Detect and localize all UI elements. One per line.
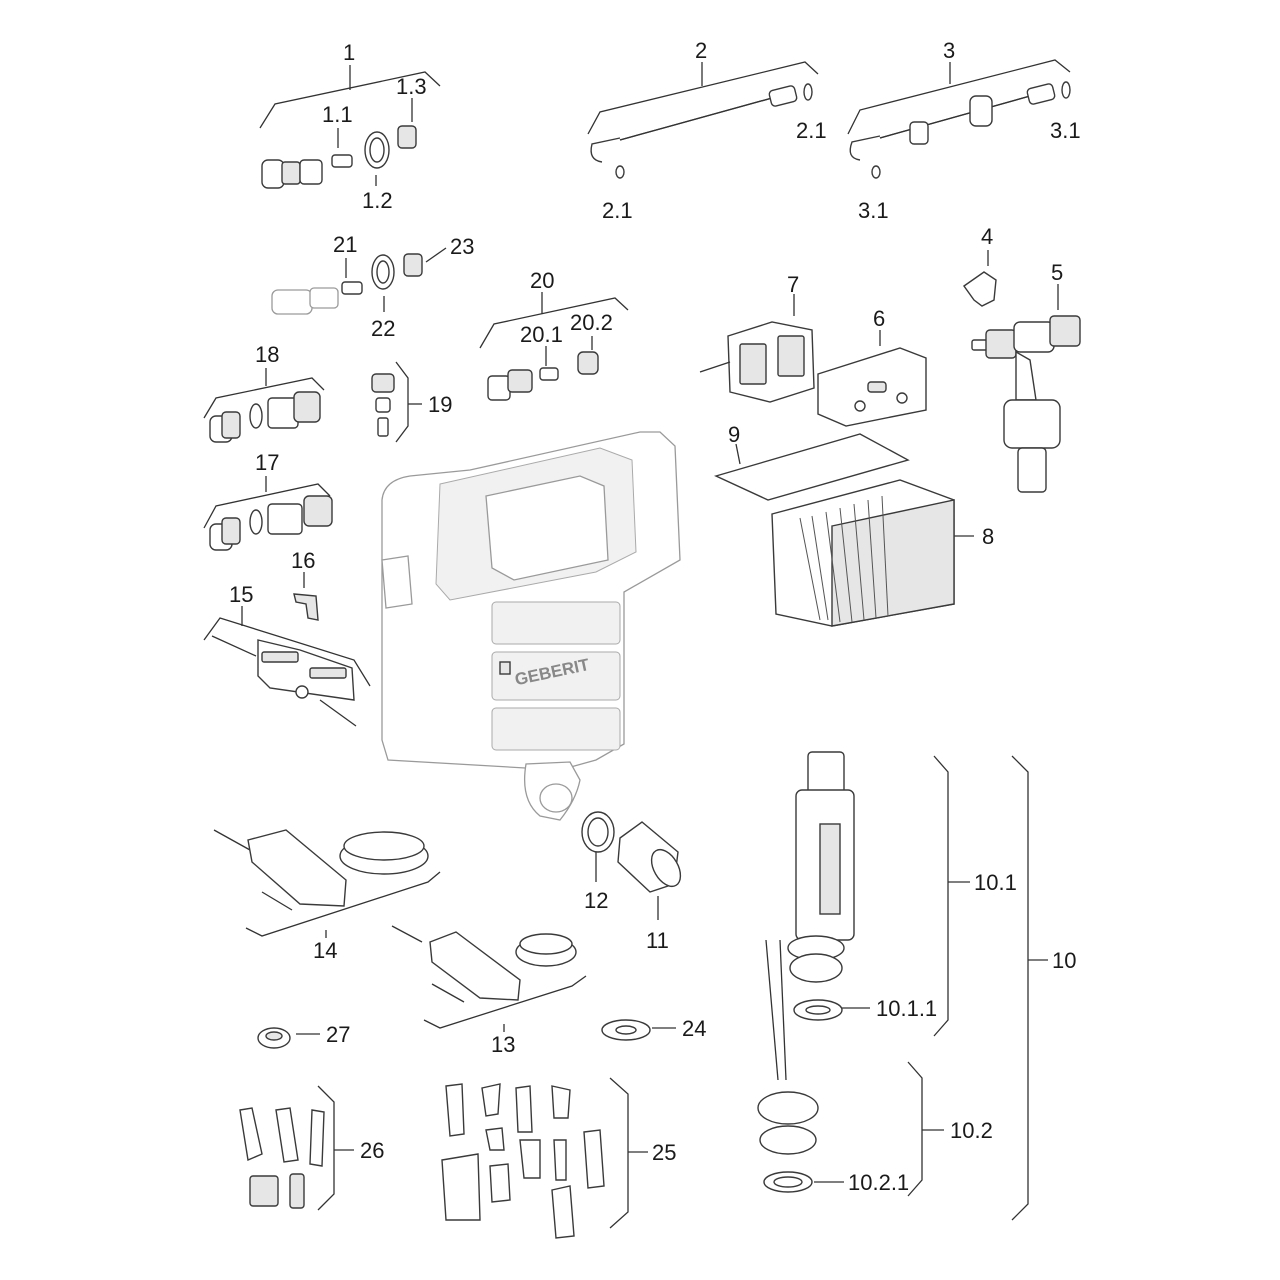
part-group-11 bbox=[617, 821, 682, 920]
part-group-26 bbox=[239, 1085, 354, 1211]
label-27: 27 bbox=[326, 1022, 350, 1047]
label-20-1: 20.1 bbox=[520, 322, 563, 347]
label-3-1-left: 3.1 bbox=[858, 198, 889, 223]
part-group-18 bbox=[203, 368, 325, 443]
label-9: 9 bbox=[728, 422, 740, 447]
label-4: 4 bbox=[981, 224, 993, 249]
label-19: 19 bbox=[428, 392, 452, 417]
label-16: 16 bbox=[291, 548, 315, 573]
part-group-10-valve bbox=[757, 751, 1048, 1221]
part-group-15 bbox=[203, 606, 371, 727]
part-group-27 bbox=[257, 1027, 320, 1049]
label-1-3: 1.3 bbox=[396, 74, 427, 99]
part-group-19 bbox=[371, 361, 422, 443]
label-14: 14 bbox=[313, 938, 337, 963]
label-25: 25 bbox=[652, 1140, 676, 1165]
label-10: 10 bbox=[1052, 948, 1076, 973]
label-12: 12 bbox=[584, 888, 608, 913]
part-group-1 bbox=[259, 65, 441, 189]
label-26: 26 bbox=[360, 1138, 384, 1163]
label-10-2: 10.2 bbox=[950, 1118, 993, 1143]
part-group-25 bbox=[441, 1077, 648, 1239]
cistern-body: GEBERIT bbox=[381, 431, 681, 821]
label-17: 17 bbox=[255, 450, 279, 475]
part-group-2 bbox=[587, 61, 819, 179]
label-10-1: 10.1 bbox=[974, 870, 1017, 895]
part-group-12 bbox=[581, 811, 615, 882]
label-3-1-right: 3.1 bbox=[1050, 118, 1081, 143]
label-20-2: 20.2 bbox=[570, 310, 613, 335]
part-group-24 bbox=[601, 1019, 676, 1041]
part-group-8 bbox=[771, 479, 974, 627]
label-2: 2 bbox=[695, 38, 707, 63]
label-24: 24 bbox=[682, 1016, 706, 1041]
part-group-7 bbox=[699, 294, 815, 403]
label-5: 5 bbox=[1051, 260, 1063, 285]
part-group-21-23 bbox=[271, 247, 447, 315]
label-1-2: 1.2 bbox=[362, 188, 393, 213]
part-group-9 bbox=[714, 433, 910, 501]
label-10-1-1: 10.1.1 bbox=[876, 996, 937, 1021]
label-2-1-right: 2.1 bbox=[796, 118, 827, 143]
label-15: 15 bbox=[229, 582, 253, 607]
part-group-5 bbox=[971, 284, 1081, 493]
label-10-2-1: 10.2.1 bbox=[848, 1170, 909, 1195]
label-21: 21 bbox=[333, 232, 357, 257]
part-group-6 bbox=[817, 330, 927, 427]
part-labels: 1 1.1 1.2 1.3 2 2.1 2.1 3 3.1 3.1 4 5 6 … bbox=[229, 38, 1081, 1195]
label-23: 23 bbox=[450, 234, 474, 259]
label-2-1-left: 2.1 bbox=[602, 198, 633, 223]
label-22: 22 bbox=[371, 316, 395, 341]
label-7: 7 bbox=[787, 272, 799, 297]
part-group-17 bbox=[203, 476, 333, 551]
label-20: 20 bbox=[530, 268, 554, 293]
label-8: 8 bbox=[982, 524, 994, 549]
part-group-4 bbox=[963, 250, 997, 307]
label-13: 13 bbox=[491, 1032, 515, 1057]
part-group-20 bbox=[479, 292, 629, 401]
part-group-3 bbox=[847, 59, 1071, 179]
part-group-16 bbox=[293, 572, 319, 621]
label-1: 1 bbox=[343, 40, 355, 65]
label-11: 11 bbox=[646, 928, 669, 953]
part-group-13 bbox=[391, 925, 587, 1032]
label-6: 6 bbox=[873, 306, 885, 331]
label-18: 18 bbox=[255, 342, 279, 367]
label-1-1: 1.1 bbox=[322, 102, 353, 127]
part-1-fitting bbox=[261, 125, 417, 189]
part-group-14 bbox=[213, 829, 441, 938]
label-3: 3 bbox=[943, 38, 955, 63]
